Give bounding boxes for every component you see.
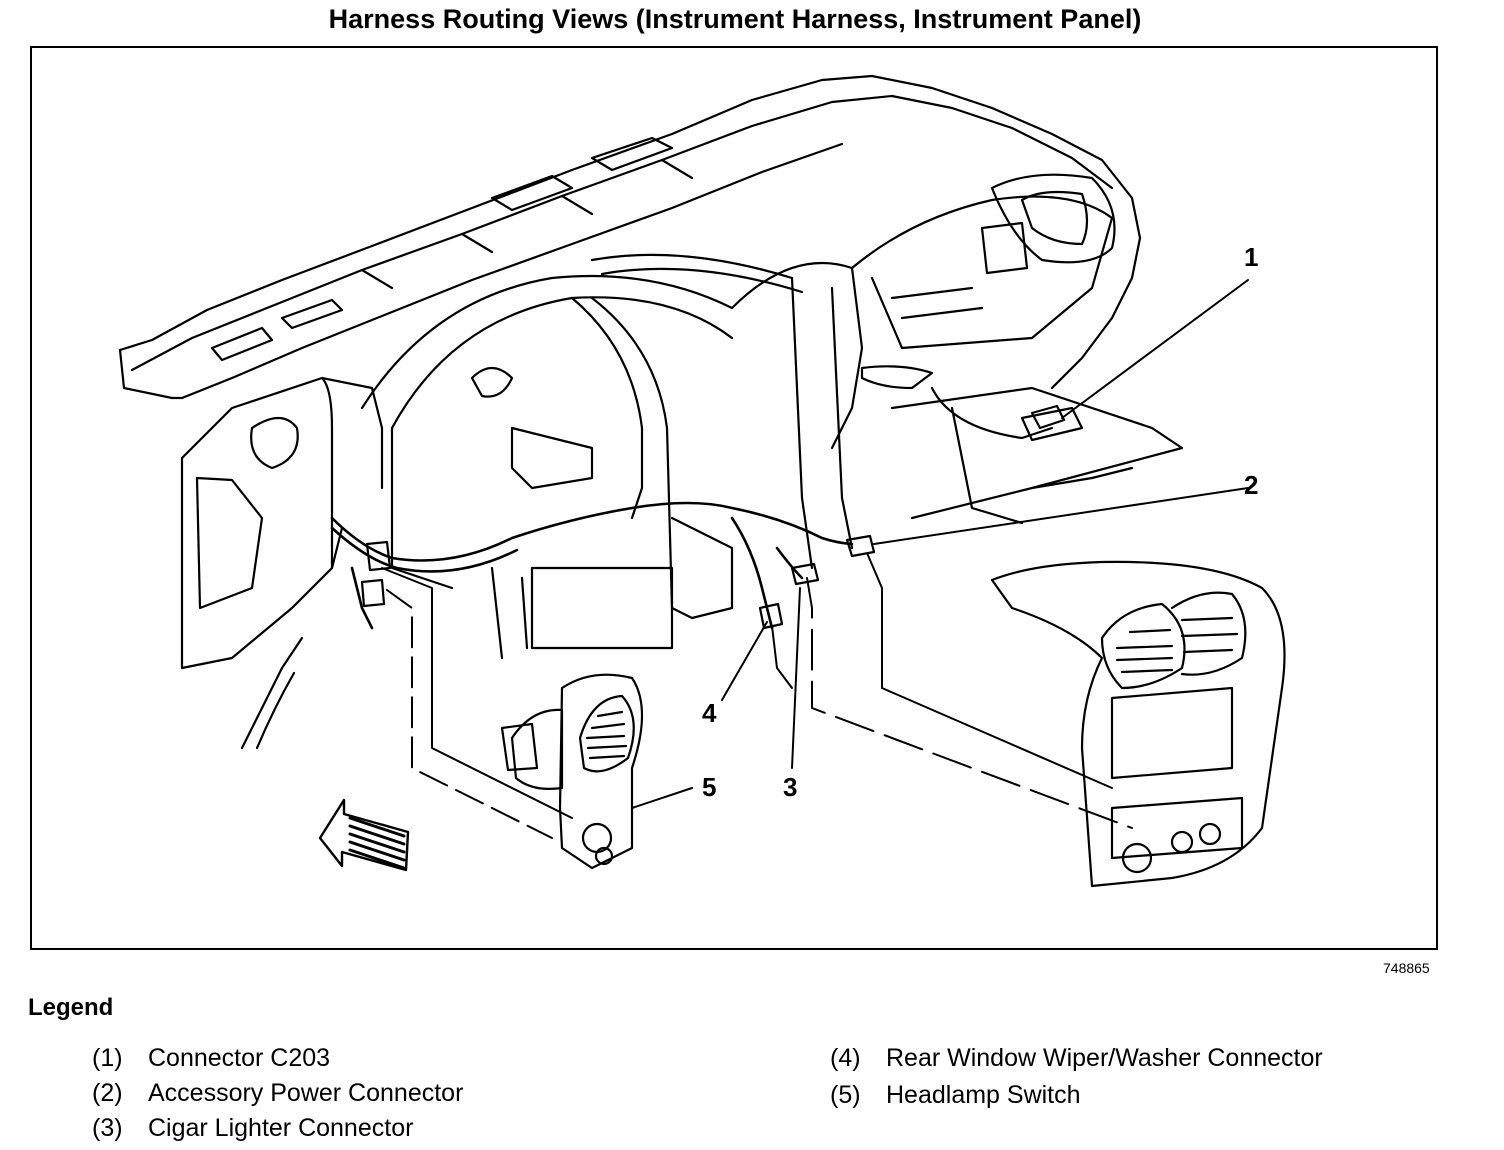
legend-item-number: (2) (92, 1079, 123, 1107)
left-end-panel (180, 376, 384, 750)
callout-5: 5 (702, 772, 717, 802)
legend-item-label: Cigar Lighter Connector (148, 1114, 414, 1142)
legend-item: (1) Connector C203 (92, 1044, 330, 1073)
legend-item: (3) Cigar Lighter Connector (92, 1114, 413, 1143)
accessory-power-connector-shape (845, 534, 876, 558)
front-direction-arrow (318, 798, 410, 872)
legend-item: (5) Headlamp Switch (830, 1081, 1081, 1110)
connector-c203-shape (1030, 404, 1066, 430)
figure-number: 748865 (1383, 960, 1430, 976)
routing-dash-lines (381, 552, 1133, 839)
legend-item-number: (1) (92, 1044, 123, 1072)
right-panel-vents (850, 173, 1184, 525)
illustration-frame: 1 2 3 4 5 (30, 46, 1438, 950)
instrument-panel-illustration (118, 74, 1286, 888)
legend-item-number: (4) (830, 1044, 861, 1072)
headlamp-connectors-shape (360, 540, 392, 608)
cluster-opening (360, 274, 734, 660)
callout-1: 1 (1244, 242, 1259, 272)
legend-item-label: Connector C203 (148, 1044, 331, 1072)
diagram-title: Harness Routing Views (Instrument Harnes… (328, 4, 1142, 34)
wiring-harness (330, 501, 854, 630)
center-stack-opening (590, 253, 864, 570)
callout-4: 4 (702, 698, 717, 728)
legend-item-number: (5) (830, 1081, 861, 1109)
legend-item-label: Accessory Power Connector (148, 1079, 464, 1107)
legend-item-number: (3) (92, 1114, 123, 1142)
legend-item: (4) Rear Window Wiper/Washer Connector (830, 1044, 1323, 1073)
center-trim-plate (990, 560, 1286, 888)
callout-2: 2 (1244, 470, 1259, 500)
callout-leader-lines (631, 279, 1249, 809)
legend-heading: Legend (28, 994, 114, 1021)
cigar-lighter-connector-shape (790, 562, 820, 586)
legend-item-label: Headlamp Switch (886, 1081, 1081, 1109)
legend-item-label: Rear Window Wiper/Washer Connector (886, 1044, 1323, 1072)
legend-item: (2) Accessory Power Connector (92, 1079, 463, 1108)
callout-3: 3 (783, 772, 798, 802)
dash-top-outline (118, 74, 1142, 400)
wiper-washer-connector-shape (758, 602, 784, 630)
headlamp-switch-assembly (500, 673, 644, 870)
